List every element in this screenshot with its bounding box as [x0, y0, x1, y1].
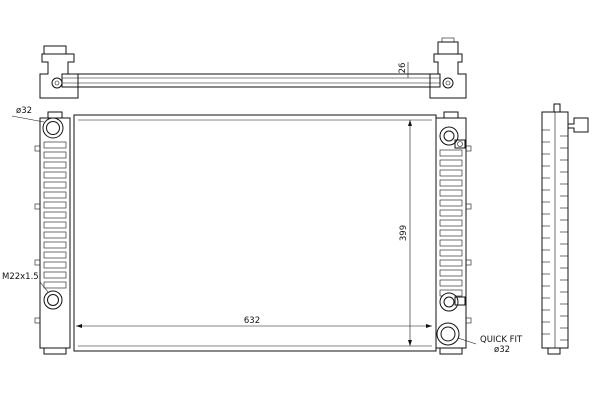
fin [439, 149, 463, 157]
fin [43, 161, 67, 169]
height-dimension: 399 [399, 120, 412, 346]
fin [43, 221, 67, 229]
fin [439, 199, 463, 207]
fin [43, 251, 67, 259]
fin [43, 211, 67, 219]
fin [439, 259, 463, 267]
left-drain-plug: M22x1.5 [2, 272, 63, 310]
top-tube-dimension-label: 26 [398, 63, 408, 74]
top-tube-dimension: 26 [398, 62, 412, 88]
mount-nub [465, 259, 472, 266]
quick-fit-label-line2: ø32 [494, 345, 510, 355]
height-dimension-label: 399 [399, 225, 409, 241]
fin [439, 229, 463, 237]
fin [43, 271, 67, 279]
fin [43, 141, 67, 149]
fin [43, 181, 67, 189]
mount-nub [465, 145, 472, 152]
fin [43, 281, 67, 289]
drain-thread-label: M22x1.5 [2, 272, 39, 282]
mount-nub [34, 145, 41, 152]
fin [439, 159, 463, 167]
mount-nub [34, 259, 41, 266]
left-top-bracket [39, 45, 79, 99]
mount-nub [465, 203, 472, 210]
fin [439, 209, 463, 217]
fin [43, 241, 67, 249]
right-tank-fins [439, 145, 472, 324]
fin [439, 169, 463, 177]
fin [439, 219, 463, 227]
right-lower-connector [439, 292, 466, 312]
fin [439, 279, 463, 287]
fin [439, 179, 463, 187]
fin [43, 151, 67, 159]
fin [439, 239, 463, 247]
quick-fit-outlet: QUICK FIT ø32 [436, 322, 523, 355]
top-tube [61, 73, 441, 88]
fin [439, 269, 463, 277]
side-view-fins [542, 129, 568, 341]
fin [43, 231, 67, 239]
mount-nub [34, 203, 41, 210]
left-tank [39, 111, 71, 355]
fin [439, 189, 463, 197]
right-upper-connector [439, 126, 466, 149]
fin [43, 201, 67, 209]
mount-nub [34, 317, 41, 324]
width-dimension: 632 [76, 316, 432, 328]
width-dimension-label: 632 [244, 316, 260, 326]
side-view [541, 103, 589, 355]
right-top-bracket [429, 37, 467, 99]
left-inlet: ø32 [11, 106, 64, 139]
mount-nub [465, 317, 472, 324]
fin [439, 249, 463, 257]
right-tank [435, 111, 467, 355]
quick-fit-label-line1: QUICK FIT [480, 335, 523, 345]
fin [43, 191, 67, 199]
fin [43, 171, 67, 179]
left-tank-fins [34, 141, 67, 324]
fin [43, 261, 67, 269]
inlet-diameter-label: ø32 [16, 106, 32, 116]
